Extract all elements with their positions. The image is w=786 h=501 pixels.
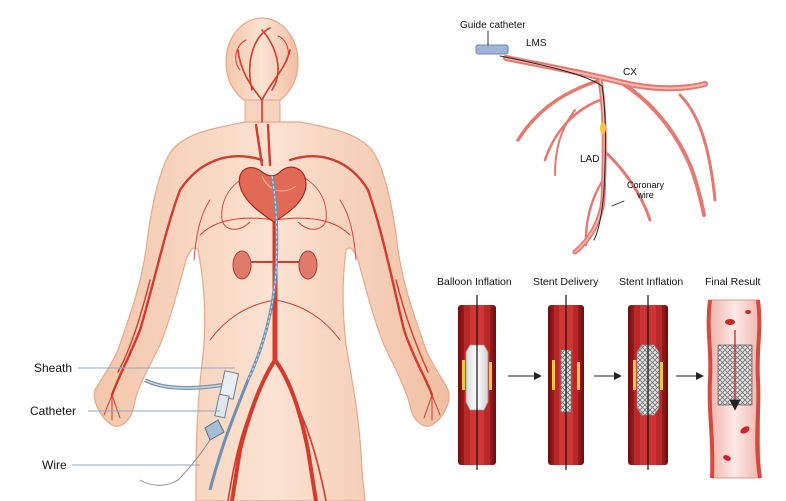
left-kidney — [232, 250, 252, 280]
step-stent-delivery-graphic — [548, 295, 584, 470]
left-leader-lines — [72, 367, 235, 466]
label-catheter: Catheter — [30, 404, 77, 418]
label-lms: LMS — [526, 38, 547, 49]
label-coronary-wire: Coronary wire — [627, 180, 664, 200]
label-cx: CX — [623, 67, 637, 78]
label-wire: Wire — [42, 458, 67, 472]
coronary-tree — [475, 30, 717, 255]
step-final-result-graphic — [706, 299, 762, 479]
label-coronary-wire-line1: Coronary — [627, 180, 665, 190]
arterial-system — [103, 27, 441, 501]
label-lad: LAD — [580, 154, 600, 165]
heart — [238, 166, 307, 223]
step-title-stent-inflation: Stent Inflation — [619, 276, 684, 288]
step-title-stent-delivery: Stent Delivery — [533, 276, 599, 288]
right-kidney — [298, 250, 318, 280]
label-guide-catheter: Guide catheter — [460, 20, 526, 31]
step-title-final-result: Final Result — [705, 276, 761, 288]
step-stent-inflation-graphic — [628, 295, 668, 470]
label-sheath: Sheath — [34, 361, 73, 375]
step-balloon-inflation-graphic — [458, 295, 496, 470]
label-coronary-wire-line2: wire — [637, 190, 654, 200]
step-title-balloon-inflation: Balloon Inflation — [437, 276, 512, 288]
sheath-assembly — [139, 370, 240, 486]
lungs — [221, 174, 327, 230]
